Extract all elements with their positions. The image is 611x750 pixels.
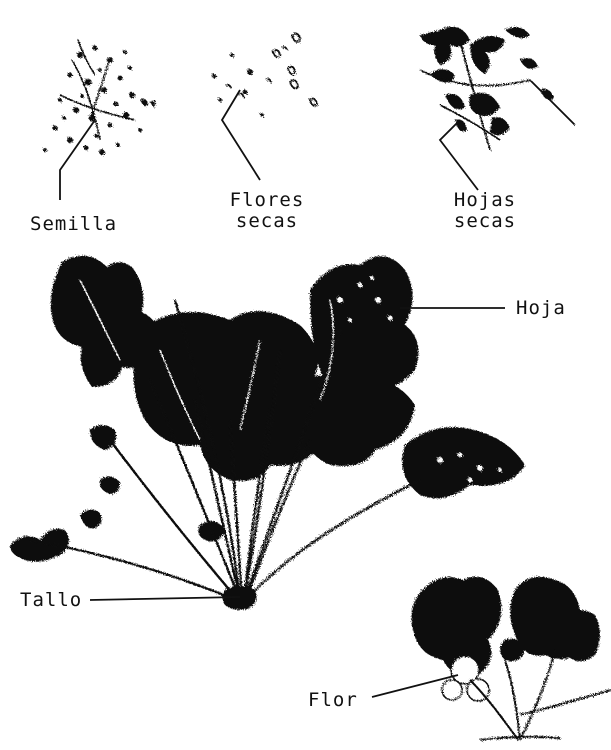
label-hojas-secas-line1: Hojas: [440, 190, 530, 211]
label-tallo-text: Tallo: [20, 590, 82, 611]
label-hoja-text: Hoja: [516, 298, 566, 319]
label-flor: Flor: [308, 690, 358, 711]
dried-flowers: [226, 34, 317, 106]
label-flores-secas-line1: Flores: [222, 190, 312, 211]
dried-leaves: [420, 27, 554, 136]
label-flor-text: Flor: [308, 690, 358, 711]
flower-sprig-stems: [470, 650, 611, 740]
label-semilla: Semilla: [30, 214, 117, 235]
main-plant-leaves: [10, 256, 525, 562]
label-flores-secas-line2: secas: [222, 211, 312, 232]
label-hojas-secas: Hojas secas: [440, 190, 530, 232]
flores-secas-leader: [222, 90, 260, 180]
label-semilla-text: Semilla: [30, 214, 117, 235]
label-hoja: Hoja: [516, 298, 566, 319]
semilla-leader: [60, 120, 95, 200]
label-tallo: Tallo: [20, 590, 82, 611]
seed-stems: [60, 40, 135, 140]
label-hojas-secas-line2: secas: [440, 211, 530, 232]
hojas-secas-leader: [440, 122, 478, 190]
dried-flower-dots: [212, 53, 265, 117]
tallo-leader: [90, 597, 240, 600]
label-flores-secas: Flores secas: [222, 190, 312, 232]
